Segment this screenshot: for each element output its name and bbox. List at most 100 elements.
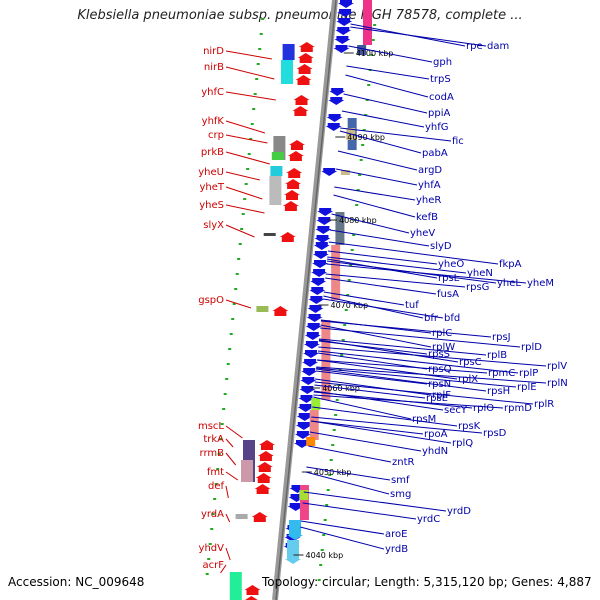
gene-label-left[interactable]: yheT (199, 182, 224, 193)
gene-label-right[interactable]: codA (429, 92, 454, 103)
gene-label-right[interactable]: kefB (416, 212, 438, 223)
gene-label-right[interactable]: secY (444, 405, 468, 416)
gene-label-right[interactable]: dam (487, 41, 509, 52)
right-label-leader (339, 130, 422, 154)
gene-label-right[interactable]: rplB (487, 350, 507, 361)
gene-label-left[interactable]: trkA (203, 434, 224, 445)
gene-label-right[interactable]: yheR (416, 195, 441, 206)
gene-label-left[interactable]: yhfK (202, 116, 225, 127)
gene-label-right[interactable]: slyD (430, 241, 452, 252)
gene-label-right[interactable]: yrdB (385, 544, 408, 555)
gene-label-right[interactable]: rpmD (504, 403, 532, 414)
gene-label-right[interactable]: gph (433, 57, 452, 68)
gene-label-right[interactable]: bfd (444, 313, 460, 324)
gene-label-right[interactable]: smg (390, 489, 411, 500)
gene-label-right[interactable]: rplF (432, 390, 451, 401)
gene-label-right[interactable]: rplN (547, 378, 568, 389)
gene-label-right[interactable]: rplR (534, 399, 554, 410)
gene-label-right[interactable]: rplW (432, 342, 455, 353)
reverse-gene-arrow (336, 18, 353, 26)
right-label-leader (320, 327, 521, 348)
gene-label-right[interactable]: rplC (432, 328, 452, 339)
ruler-dot-right (322, 534, 326, 536)
ruler-dot-left (220, 423, 224, 425)
right-label-leader (303, 491, 447, 512)
gene-label-right[interactable]: yheL (497, 278, 521, 289)
gene-label-right[interactable]: yheV (410, 228, 435, 239)
gene-label-right[interactable]: rpsG (466, 282, 489, 293)
reverse-gene-arrow (310, 278, 327, 286)
right-label-leader (314, 381, 534, 405)
gene-label-right[interactable]: rpsS (428, 349, 450, 360)
gene-label-right[interactable]: rpsC (459, 357, 482, 368)
forward-gene-arrow (257, 451, 274, 461)
gene-label-left[interactable]: nirD (203, 46, 224, 57)
gene-label-left[interactable]: fmt (207, 467, 224, 478)
gene-label-left[interactable]: yrdA (201, 509, 224, 520)
gene-label-right[interactable]: argD (418, 165, 442, 176)
gene-label-left[interactable]: slyX (203, 220, 224, 231)
gene-label-right[interactable]: rplD (521, 342, 542, 353)
gene-label-left[interactable]: yhdV (199, 543, 225, 554)
gene-label-left[interactable]: prkB (201, 147, 224, 158)
gene-label-right[interactable]: rpsL (438, 273, 460, 284)
gene-label-right[interactable]: yheO (438, 259, 464, 270)
gene-label-left[interactable]: yhfC (201, 87, 224, 98)
expression-bar (229, 572, 242, 600)
gene-label-right[interactable]: yrdC (417, 514, 440, 525)
gene-label-right[interactable]: yhdN (422, 446, 448, 457)
gene-label-right[interactable]: yheN (467, 268, 493, 279)
gene-label-right[interactable]: rpsM (412, 414, 436, 425)
gene-label-left[interactable]: mscL (198, 421, 224, 432)
gene-label-right[interactable]: rplP (519, 368, 538, 379)
gene-label-right[interactable]: rpmC (488, 368, 515, 379)
gene-label-right[interactable]: rpsD (483, 428, 507, 439)
reverse-gene-arrow (299, 386, 316, 394)
gene-label-left[interactable]: rrmB (200, 448, 225, 459)
gene-label-right[interactable]: rpsE (426, 393, 448, 404)
expression-bar (282, 44, 295, 60)
gene-label-left[interactable]: nirB (204, 62, 224, 73)
gene-label-right[interactable]: tuf (405, 300, 419, 311)
expression-bar (299, 490, 309, 500)
gene-label-right[interactable]: aroE (385, 529, 407, 540)
kbp-label: 4040 kbp (306, 551, 344, 560)
gene-label-right[interactable]: rplV (547, 361, 567, 372)
gene-label-right[interactable]: rplX (458, 374, 478, 385)
ruler-dot-left (240, 228, 244, 230)
gene-label-left[interactable]: def (208, 481, 225, 492)
ruler-dot-left (246, 168, 250, 170)
gene-label-right[interactable]: yhfG (425, 122, 449, 133)
right-label-leader (325, 277, 437, 295)
gene-label-right[interactable]: yheM (527, 278, 554, 289)
gene-label-right[interactable]: rpsJ (492, 332, 511, 343)
gene-label-right[interactable]: rpe (466, 41, 483, 52)
gene-label-right[interactable]: rplO (473, 403, 494, 414)
gene-label-right[interactable]: rpoA (424, 429, 448, 440)
gene-label-right[interactable]: fic (452, 136, 464, 147)
gene-label-right[interactable]: fkpA (499, 259, 522, 270)
gene-label-left[interactable]: crp (208, 130, 224, 141)
gene-label-left[interactable]: yheS (199, 200, 224, 211)
gene-label-right[interactable]: yrdD (447, 506, 471, 517)
gene-label-right[interactable]: fusA (437, 289, 459, 300)
gene-label-right[interactable]: yhfA (418, 180, 441, 191)
gene-label-right[interactable]: pabA (422, 148, 448, 159)
gene-label-left[interactable]: gspO (198, 295, 224, 306)
right-label-leader (315, 378, 432, 396)
gene-label-right[interactable]: bfr (424, 313, 439, 324)
gene-label-right[interactable]: rplE (517, 382, 537, 393)
gene-label-left[interactable]: yheU (198, 167, 224, 178)
ruler-dot-left (213, 498, 217, 500)
gene-label-right[interactable]: trpS (430, 74, 451, 85)
gene-label-right[interactable]: zntR (392, 457, 415, 468)
gene-label-right[interactable]: ppiA (428, 108, 450, 119)
gene-label-left[interactable]: acrF (203, 560, 225, 571)
gene-label-right[interactable]: rpsK (458, 421, 481, 432)
gene-label-right[interactable]: rpsH (487, 386, 510, 397)
gene-label-right[interactable]: smf (391, 475, 410, 486)
ruler-dot-left (210, 528, 214, 530)
reverse-gene-arrow (298, 395, 315, 403)
gene-label-right[interactable]: rplQ (452, 438, 473, 449)
